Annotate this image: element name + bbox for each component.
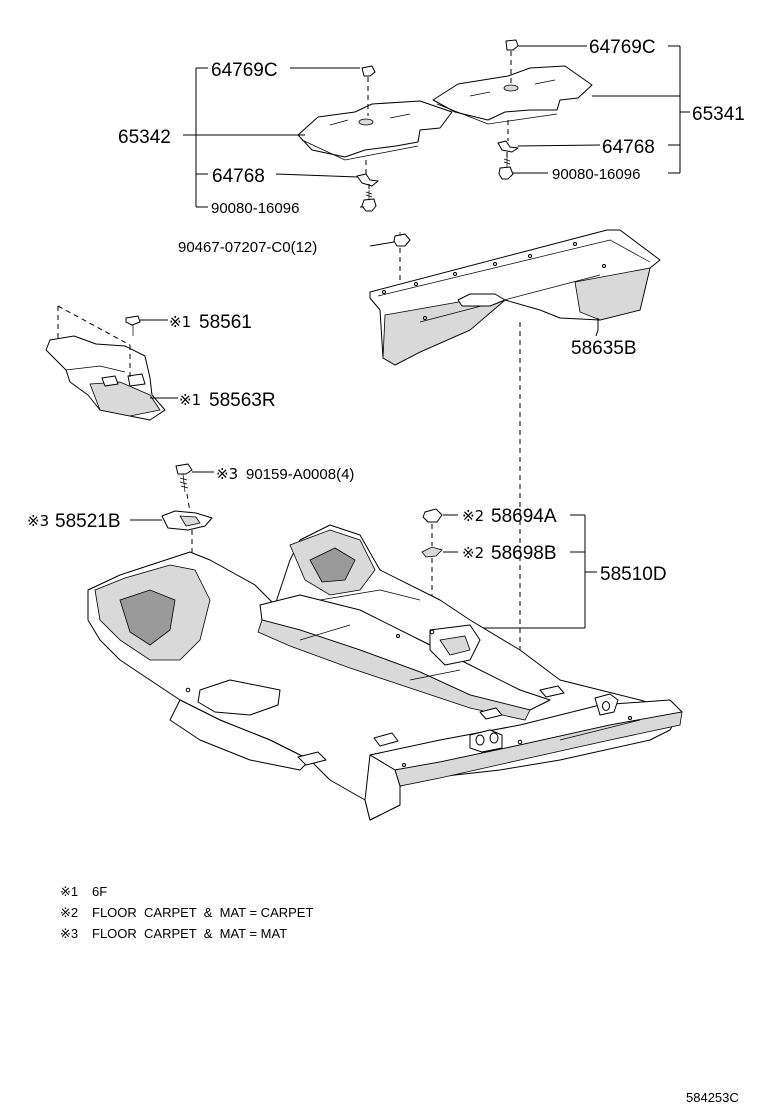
label-58510d: 58510D: [600, 564, 667, 585]
mark-58521b: ※3: [27, 512, 49, 530]
floor-tray-58635b: [369, 229, 661, 366]
floor-carpet-58510d: [87, 524, 683, 821]
note-2-text: FLOOR CARPET & MAT = CARPET: [92, 905, 313, 920]
bracket-58521b: [161, 510, 213, 531]
bracket-58510d: [440, 514, 597, 629]
label-90159: 90159-A0008(4): [246, 466, 354, 483]
clip-64769c-left: [361, 65, 376, 77]
label-58563r: 58563R: [209, 390, 276, 411]
clip-64768-left: [356, 173, 379, 187]
clip-90467: [393, 232, 411, 247]
label-58694a: 58694A: [491, 506, 557, 527]
clip-64768-right: [497, 140, 519, 153]
clip-58561: [125, 315, 141, 336]
screw-90080-right: [498, 157, 514, 180]
label-90080-left: 90080-16096: [211, 200, 299, 217]
label-64769c-left: 64769C: [211, 60, 278, 81]
note-3-text: FLOOR CARPET & MAT = MAT: [92, 926, 287, 941]
note-3-mark: ※3: [60, 926, 78, 941]
clip-58694a: [422, 508, 443, 523]
label-58635b: 58635B: [571, 338, 637, 359]
label-58561: 58561: [199, 312, 252, 333]
note-1-mark: ※1: [60, 884, 78, 899]
mark-90159: ※3: [216, 465, 238, 483]
note-1-text: 6F: [92, 884, 107, 899]
label-90467: 90467-07207-C0(12): [178, 239, 317, 256]
label-90080-right: 90080-16096: [552, 166, 640, 183]
label-58698b: 58698B: [491, 543, 557, 564]
mark-58698b: ※2: [462, 544, 484, 562]
washer-58698b: [421, 546, 443, 558]
notes-legend: ※1 6F ※2 FLOOR CARPET & MAT = CARPET ※3 …: [60, 884, 313, 941]
label-65342: 65342: [118, 127, 171, 148]
bracket-65341: [513, 45, 690, 174]
diagram-code: 584253C: [686, 1090, 739, 1105]
screw-90159: [175, 463, 193, 493]
label-64769c-right: 64769C: [589, 37, 656, 58]
label-64768-right: 64768: [602, 137, 655, 158]
mark-58563r: ※1: [179, 391, 201, 409]
label-64768-left: 64768: [212, 166, 265, 187]
panel-58563r: [45, 335, 166, 421]
mark-58694a: ※2: [462, 507, 484, 525]
clip-64769c-right: [505, 39, 519, 51]
screw-90080-left: [361, 190, 377, 212]
mark-58561: ※1: [169, 313, 191, 331]
label-65341: 65341: [692, 104, 745, 125]
bracket-65342: [183, 67, 364, 208]
floor-board-65341: [432, 65, 593, 125]
note-2-mark: ※2: [60, 905, 78, 920]
label-58521b: 58521B: [55, 511, 121, 532]
floor-board-65342: [297, 100, 453, 161]
